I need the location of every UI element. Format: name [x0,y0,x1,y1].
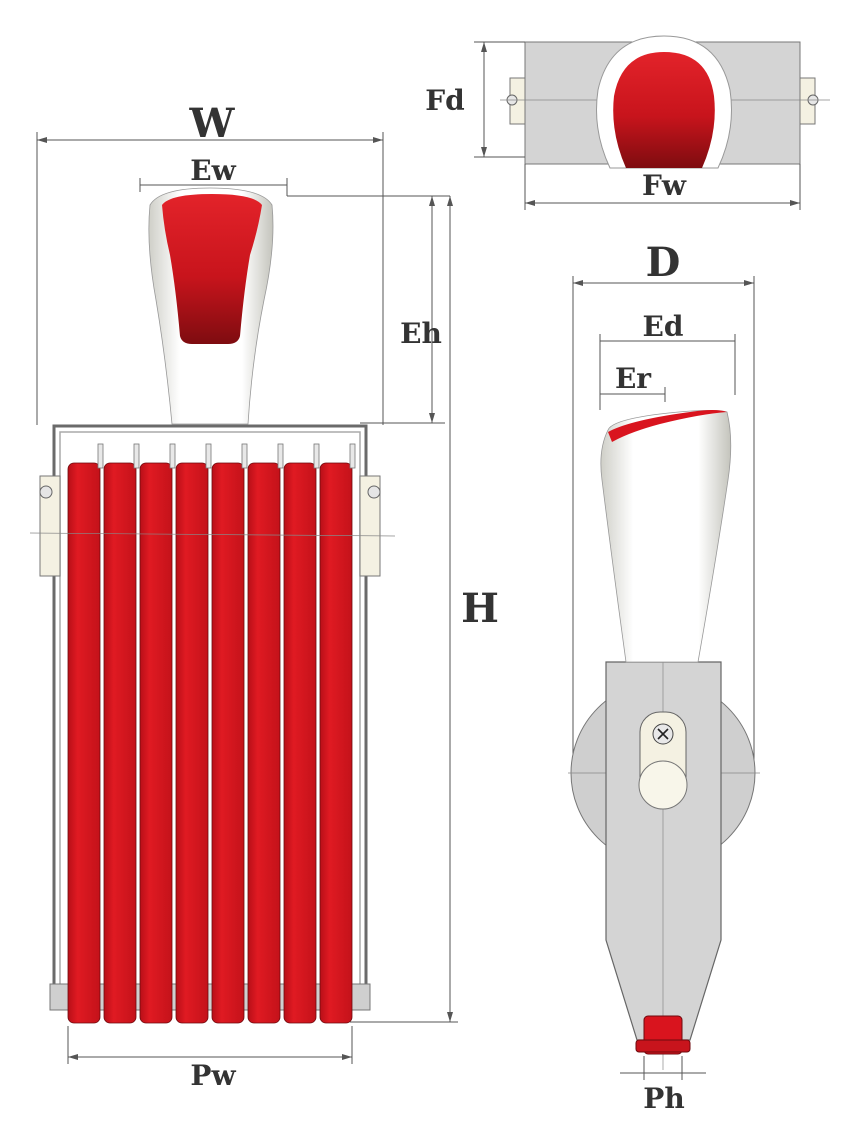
dimension-fd [474,41,525,158]
band-6 [247,462,281,1024]
front-frame [49,424,371,1011]
band-5 [211,462,245,1024]
dimension-w [36,132,384,425]
top-view: Fd Fw [425,35,830,210]
front-right-knob [359,475,381,577]
front-bands [67,462,353,1024]
label-eh: Eh [400,317,442,350]
band-3 [139,462,173,1024]
label-fd: Fd [425,84,464,117]
front-handle [148,187,274,425]
side-view: D Ed Er [568,239,760,1115]
dimension-er [600,387,666,402]
dimension-ew [139,178,450,197]
label-pw: Pw [190,1059,236,1092]
band-1 [67,462,101,1024]
band-7 [283,462,317,1024]
front-band-tabs [97,443,356,469]
label-w: W [189,100,236,147]
dimension-ph [620,1056,706,1080]
band-2 [103,462,137,1024]
dimension-ed [599,334,736,410]
dimension-eh [360,196,445,424]
label-h: H [461,585,499,632]
label-ed: Ed [643,310,684,343]
label-ew: Ew [190,154,236,187]
label-er: Er [615,362,652,395]
band-8 [319,462,353,1024]
label-fw: Fw [642,169,687,202]
dimension-h [350,196,458,1023]
dimension-d [572,276,755,760]
front-left-knob [39,475,61,577]
dimension-fw [524,164,801,210]
dimension-pw [67,1026,353,1064]
band-4 [175,462,209,1024]
front-view: W Ew Eh H [29,100,499,1092]
label-ph: Ph [643,1082,684,1115]
label-d: D [646,239,681,286]
